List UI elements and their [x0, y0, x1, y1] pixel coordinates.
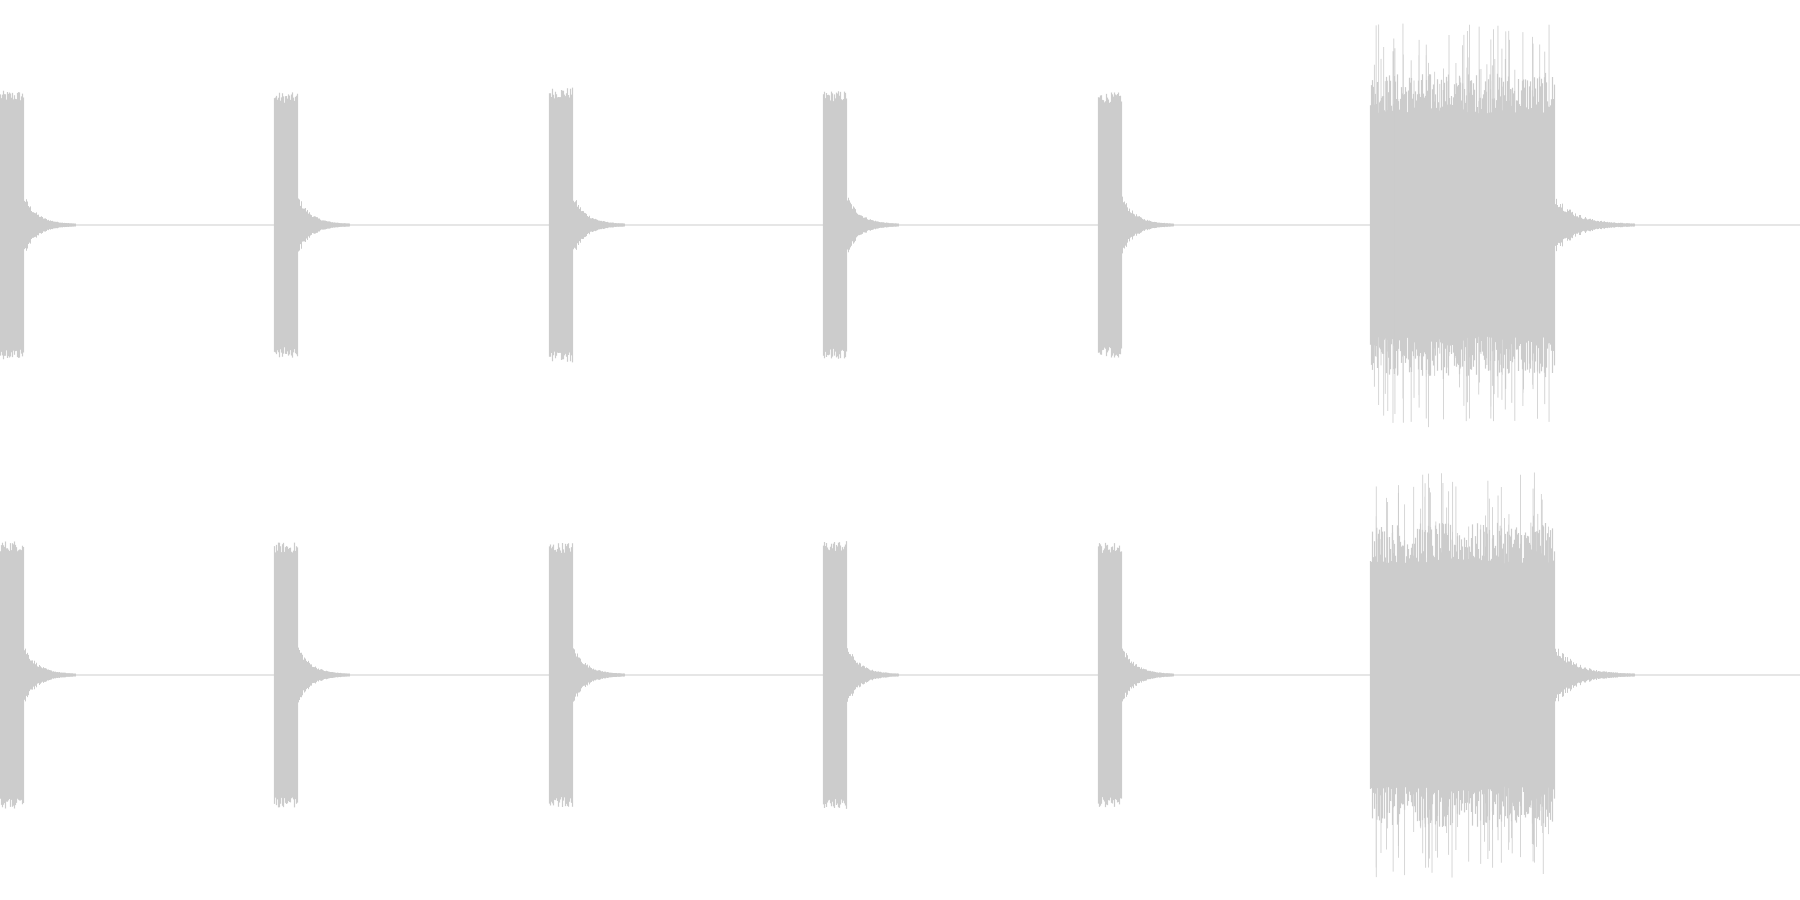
long-burst — [1369, 23, 1635, 428]
click-burst — [1097, 92, 1174, 358]
click-burst — [273, 542, 350, 808]
click-burst — [1097, 542, 1174, 808]
click-burst — [273, 92, 350, 358]
click-burst — [548, 543, 625, 807]
waveform-channel-1 — [0, 23, 1800, 428]
click-burst — [0, 90, 76, 360]
click-burst — [0, 541, 76, 809]
click-burst — [822, 91, 899, 359]
click-burst — [822, 541, 899, 809]
long-burst — [1369, 472, 1635, 878]
click-burst — [548, 87, 625, 363]
waveform-channel-2 — [0, 472, 1800, 878]
